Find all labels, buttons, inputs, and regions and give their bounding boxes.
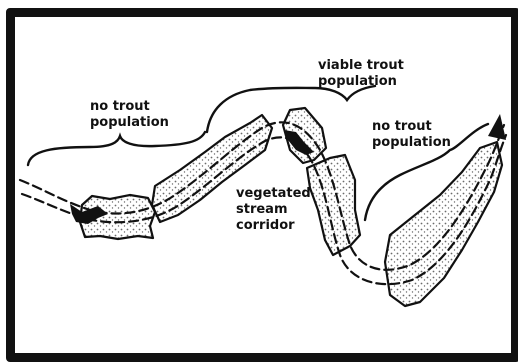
bracket-left bbox=[28, 132, 205, 165]
label-viable-trout: viable trout population bbox=[318, 58, 404, 90]
label-no-trout-right: no trout population bbox=[372, 119, 451, 151]
label-no-trout-left: no trout population bbox=[90, 99, 169, 131]
vegetation-patch bbox=[385, 142, 502, 306]
label-vegetated-corridor: vegetated stream corridor bbox=[236, 186, 311, 234]
